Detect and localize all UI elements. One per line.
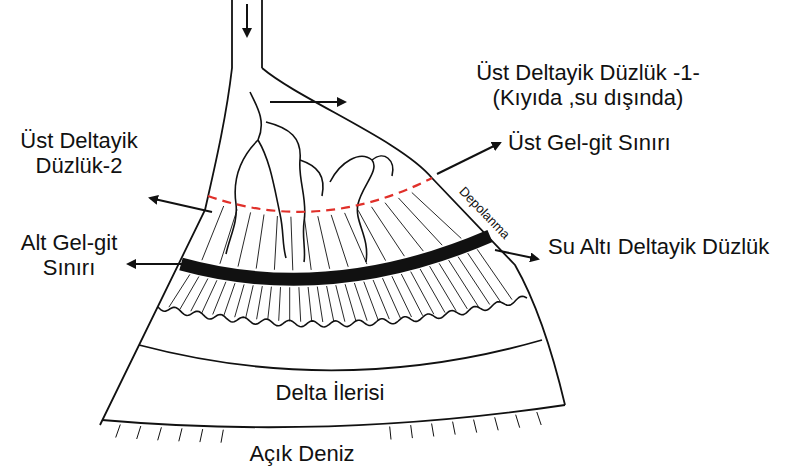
slope-hatch [383,278,401,318]
plain-hatch [372,207,405,256]
distributary-channels [226,92,393,262]
slope-hatch [477,249,512,299]
slope-hatch [268,287,272,320]
slope-hatch [354,283,367,321]
slope-hatch [246,285,254,318]
plain-hatch [291,217,293,271]
slope-hatch [327,286,334,322]
river-bank [231,0,233,68]
delta-edge [100,68,232,425]
flow-arrow [246,4,248,36]
slope-hatch [345,284,356,321]
plain-hatch [238,212,251,266]
slope-hatch [317,287,323,322]
leader-arrow [128,263,198,265]
offshore-tick [179,428,182,441]
slope-hatch [392,276,412,317]
offshore-tick [137,426,141,439]
slope-hatch [279,287,281,321]
slope-hatch [257,286,263,319]
offshore-tick [474,420,477,433]
slope-hatch [401,274,422,316]
slope-hatch [224,283,235,316]
region-label: Açık Deniz [249,441,354,466]
slope-hatch [299,287,301,322]
delta-front-arc [139,340,542,370]
offshore-tick [411,425,413,438]
slope-hatch [180,277,199,310]
offshore-arc [102,405,565,427]
plain-hatch [202,206,224,260]
slope-hatch [373,280,389,319]
offshore-tick [516,415,520,428]
region-label: Üst Deltayik Düzlük -1- (Kıyıda ,su dışı… [448,60,728,111]
slope-hatch [308,287,312,322]
offshore-tick [158,427,162,440]
slope-hatch [213,282,226,315]
slope-hatch [202,280,217,313]
plain-hatch [398,198,442,245]
slope-hatch [411,272,434,315]
river-bank [261,0,263,68]
upper-tidal-limit [208,178,432,212]
region-label: Su Altı Deltayik Düzlük [548,234,769,259]
leader-arrow [270,101,345,103]
plain-hatch [412,193,462,239]
region-label: Alt Gel-git Sınırı [4,230,134,281]
slope-hatch [468,253,501,302]
plain-hatch [358,210,386,260]
plain-hatch [331,215,348,267]
offshore-tick [537,412,541,425]
slope-hatch [430,266,457,311]
region-label: Üst Deltayik Düzlük-2 [4,128,154,179]
slope-hatch [439,263,467,309]
plain-hatch [274,216,277,270]
slope-hatch [235,284,244,317]
wavy-front-line [158,296,527,327]
offshore-tick [432,424,434,437]
hatching [116,193,542,443]
leader-arrow [150,198,212,212]
slope-hatch [289,287,290,321]
slope-hatch [449,260,479,307]
slope-hatch [458,257,490,305]
offshore-tick [495,417,499,430]
slope-hatch [336,285,345,322]
lower-tidal-band [181,236,490,279]
delta-edge [262,68,565,405]
offshore-tick [390,427,391,440]
offshore-tick [200,429,203,442]
offshore-tick [221,430,223,443]
leader-arrow [437,143,500,174]
slope-hatch [420,269,445,313]
slope-hatch [169,274,190,307]
plain-hatch [304,217,311,270]
offshore-tick [116,425,121,438]
offshore-tick [453,422,456,435]
plain-hatch [385,203,423,251]
region-label: Delta İlerisi [276,380,385,405]
plain-hatch [318,216,330,269]
leader-arrow [495,250,538,259]
plain-hatch [256,215,264,269]
plain-hatch [220,210,237,264]
region-label: Üst Gel-git Sınırı [508,130,671,155]
